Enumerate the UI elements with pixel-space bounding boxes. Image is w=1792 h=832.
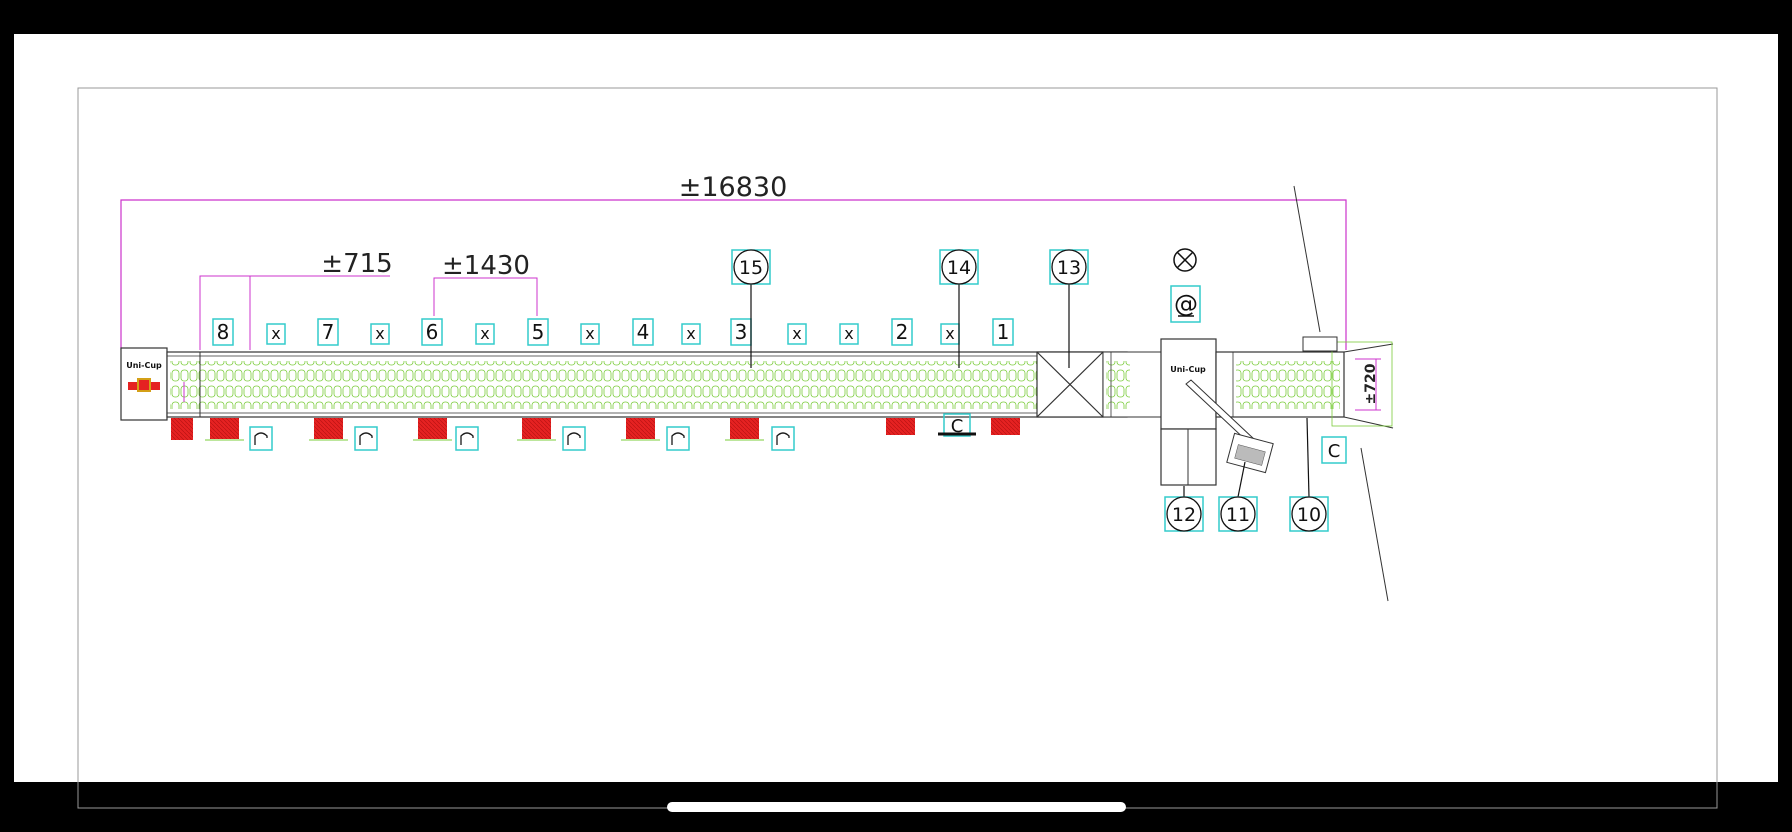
station-label-x: x <box>580 323 600 345</box>
callout-11: 11 <box>1218 461 1258 532</box>
station-label-text: x <box>271 324 280 343</box>
conveyor-grid <box>170 361 1104 409</box>
width-dimension-label: ±720 <box>1363 363 1379 404</box>
callout-text: 11 <box>1226 504 1250 526</box>
stool-icon <box>354 426 378 451</box>
callout-10: 10 <box>1289 417 1329 532</box>
svg-text:@: @ <box>1174 290 1198 318</box>
station-label-x: x <box>681 323 701 345</box>
right-end-outline <box>1331 341 1393 427</box>
sensor-box <box>1302 336 1338 352</box>
conveyor-crossing <box>1036 351 1104 418</box>
station-labels: 8 x 7 x 6 x 5 x 4 x 3 x x 2 x 1 <box>212 318 1014 346</box>
station-label-text: x <box>686 324 695 343</box>
svg-text:C: C <box>951 416 964 437</box>
station-block <box>991 418 1020 435</box>
callout-14: 14 <box>939 249 979 368</box>
station-label-2: 2 <box>891 318 913 346</box>
station-block <box>886 418 915 435</box>
width-dimension <box>1355 358 1381 411</box>
callout-text: 13 <box>1057 257 1081 279</box>
overall-dimension-label: ±16830 <box>679 172 788 203</box>
unicup-logo-middle-text: Uni-Cup <box>1170 365 1206 374</box>
spacing-dimension-1430 <box>433 277 538 316</box>
callout-12: 12 <box>1164 486 1204 532</box>
station-label-8: 8 <box>212 318 234 346</box>
station-block <box>171 418 193 440</box>
station-block <box>314 418 343 439</box>
callout-text: 12 <box>1172 504 1196 526</box>
spacing-label-715: ±715 <box>321 249 392 279</box>
station-label-x: x <box>475 323 495 345</box>
station-label-text: x <box>585 324 594 343</box>
callout-text: 10 <box>1297 504 1321 526</box>
station-label-x: x <box>370 323 390 345</box>
overall-dimension <box>120 199 1347 350</box>
station-label-text: 8 <box>217 320 230 344</box>
station-label-text: x <box>945 324 954 343</box>
station-label-text: x <box>844 324 853 343</box>
station-label-x: x <box>839 323 859 345</box>
svg-text:C: C <box>1328 441 1341 462</box>
unicup-logo-left-icon <box>128 378 160 392</box>
at-symbol: @ <box>1170 285 1201 323</box>
station-block <box>626 418 655 439</box>
station-block <box>210 418 239 439</box>
station-block <box>522 418 551 439</box>
station-label-6: 6 <box>421 318 443 346</box>
station-label-text: 5 <box>532 320 545 344</box>
lamp-icon <box>1173 248 1197 272</box>
station-label-4: 4 <box>632 318 654 346</box>
conveyor-transfer-grid <box>1106 361 1130 409</box>
station-label-text: 7 <box>322 320 335 344</box>
unicup-logo-left-text: Uni-Cup <box>126 361 162 370</box>
callout-15: 15 <box>731 249 771 368</box>
station-label-text: 4 <box>637 320 650 344</box>
stool-icon <box>455 426 479 451</box>
station-label-text: 6 <box>426 320 439 344</box>
stool-icon <box>771 426 795 451</box>
station-label-x: x <box>787 323 807 345</box>
station-block <box>418 418 447 439</box>
station-blocks <box>171 418 1020 440</box>
bin-symbol-2: C <box>1321 436 1347 464</box>
leader-line-upper <box>1293 185 1321 333</box>
station-label-x: x <box>266 323 286 345</box>
callout-text: 14 <box>947 257 971 279</box>
station-label-7: 7 <box>317 318 339 346</box>
spacing-dimension-715 <box>199 275 390 350</box>
station-label-text: x <box>792 324 801 343</box>
stool-symbols <box>249 426 795 451</box>
bin-symbol-1: C <box>938 413 976 437</box>
station-label-1: 1 <box>992 318 1014 346</box>
station-label-text: 2 <box>896 320 909 344</box>
leader-line-lower <box>1360 447 1389 602</box>
right-conveyor-grid <box>1236 361 1340 409</box>
station-label-text: x <box>375 324 384 343</box>
station-label-text: 3 <box>735 320 748 344</box>
station-block <box>730 418 759 439</box>
callout-text: 15 <box>739 257 763 279</box>
spacing-label-1430: ±1430 <box>442 251 530 281</box>
station-label-5: 5 <box>527 318 549 346</box>
stool-icon <box>249 426 273 451</box>
stool-icon <box>666 426 690 451</box>
laptop-keyboard <box>1234 444 1266 466</box>
callout-13: 13 <box>1049 249 1089 368</box>
station-label-text: 1 <box>997 320 1010 344</box>
home-indicator <box>667 802 1126 812</box>
station-label-text: x <box>480 324 489 343</box>
stool-icon <box>562 426 586 451</box>
